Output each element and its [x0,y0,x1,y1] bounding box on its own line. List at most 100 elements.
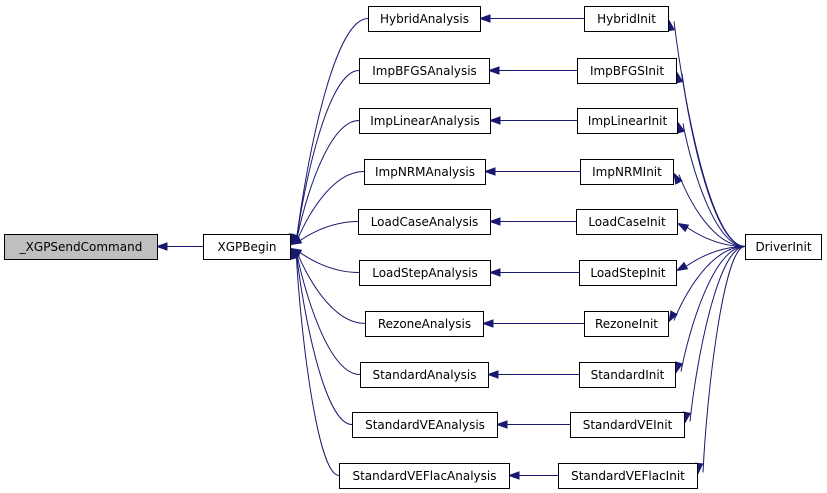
arrowhead-standard_a [486,370,499,379]
arrowhead-xgpbegin [289,235,303,246]
node-box-standardveflac_i [558,463,698,489]
node-nrm_i[interactable]: ImpNRMInit [580,159,674,185]
edge-driver-to-standard_i [680,246,746,372]
arrowhead-rezone_i [668,310,678,323]
node-box-bfgs_a [359,58,490,84]
node-box-standard_a [360,362,489,388]
edges-layer [155,14,746,480]
node-standardveflac_a[interactable]: StandardVEFlacAnalysis [339,463,510,489]
node-box-standardve_i [570,412,685,438]
node-box-linear_a [359,108,491,134]
node-label-loadcase_i: LoadCaseInit [588,215,666,229]
node-label-bfgs_i: ImpBFGSInit [590,64,664,78]
arrowhead-loadcase_a [488,217,501,226]
node-standard_i[interactable]: StandardInit [579,362,676,388]
node-box-loadcase_i [576,209,678,235]
edge-driver-to-standardve_i [689,246,746,422]
node-box-bfgs_i [577,58,677,84]
node-box-xgpbegin [203,234,291,260]
edge-loadstep_a-to-xgpbegin [295,249,360,273]
node-driver[interactable]: DriverInit [745,234,822,260]
node-label-standard_a: StandardAnalysis [372,368,476,382]
edge-bfgs_a-to-xgpbegin [295,70,360,244]
node-label-rezone_a: RezoneAnalysis [378,317,471,331]
node-label-standardveflac_i: StandardVEFlacInit [571,469,685,483]
node-label-linear_a: ImpLinearAnalysis [370,114,480,128]
node-box-hybrid_a [368,6,481,32]
arrowhead-nrm_a [483,167,496,176]
node-box-hybrid_i [584,6,669,32]
node-xgpbegin[interactable]: XGPBegin [203,234,291,260]
node-bfgs_a[interactable]: ImpBFGSAnalysis [359,58,490,84]
arrowhead-nrm_i [673,172,683,185]
node-box-loadstep_a [359,260,491,286]
node-box-standard_i [579,362,676,388]
nodes-layer: _XGPSendCommand XGPBegin HybridAnalysisImp… [4,6,822,489]
node-label-nrm_i: ImpNRMInit [592,165,662,179]
node-nrm_a[interactable]: ImpNRMAnalysis [364,159,486,185]
arrowhead-bfgs_a [487,66,500,75]
edge-driver-to-rezone_i [673,246,746,321]
arrowhead-linear_a [488,116,501,125]
node-standardve_i[interactable]: StandardVEInit [570,412,685,438]
edge-driver-to-linear_i [682,123,746,247]
node-label-standard_i: StandardInit [591,368,665,382]
node-label-nrm_a: ImpNRMAnalysis [375,165,475,179]
node-loadstep_a[interactable]: LoadStepAnalysis [359,260,491,286]
node-box-standardve_a [352,412,498,438]
node-box-linear_i [577,108,678,134]
node-box-rezone_i [584,311,669,337]
arrowhead-standardveflac_a [507,471,520,480]
node-label-loadstep_a: LoadStepAnalysis [372,266,478,280]
node-label-standardveflac_a: StandardVEFlacAnalysis [352,469,496,483]
arrowhead-rezone_a [481,319,494,328]
node-label-xgpsend: _XGPSendCommand [19,240,143,254]
edge-driver-to-bfgs_i [681,73,746,247]
edge-linear_a-to-xgpbegin [295,120,360,244]
node-label-hybrid_i: HybridInit [597,12,656,26]
arrowhead-xgpsend [155,242,168,251]
edge-standardve_a-to-xgpbegin [295,249,353,425]
node-label-hybrid_a: HybridAnalysis [380,12,469,26]
node-rezone_i[interactable]: RezoneInit [584,311,669,337]
node-label-linear_i: ImpLinearInit [588,114,668,128]
node-box-driver [745,234,822,260]
arrowhead-loadstep_a [488,268,501,277]
edge-driver-to-nrm_i [678,174,746,247]
edge-driver-to-loadstep_i [681,246,746,270]
node-label-standardve_i: StandardVEInit [583,418,673,432]
arrowhead-loadstep_i [675,261,689,272]
node-loadcase_a[interactable]: LoadCaseAnalysis [358,209,491,235]
node-hybrid_i[interactable]: HybridInit [584,6,669,32]
node-rezone_a[interactable]: RezoneAnalysis [365,311,484,337]
node-label-loadcase_a: LoadCaseAnalysis [371,215,479,229]
node-box-loadstep_i [579,260,677,286]
edge-nrm_a-to-xgpbegin [295,171,365,244]
node-xgpsend[interactable]: _XGPSendCommand [4,234,158,260]
edge-standard_a-to-xgpbegin [295,249,361,375]
node-label-xgpbegin: XGPBegin [218,240,277,254]
edge-driver-to-standardveflac_i [702,246,746,473]
node-loadcase_i[interactable]: LoadCaseInit [576,209,678,235]
node-standardveflac_i[interactable]: StandardVEFlacInit [558,463,698,489]
node-box-nrm_a [364,159,486,185]
node-loadstep_i[interactable]: LoadStepInit [579,260,677,286]
node-standard_a[interactable]: StandardAnalysis [360,362,489,388]
node-box-standardveflac_a [339,463,510,489]
node-hybrid_a[interactable]: HybridAnalysis [368,6,481,32]
node-box-nrm_i [580,159,674,185]
node-standardve_a[interactable]: StandardVEAnalysis [352,412,498,438]
node-label-loadstep_i: LoadStepInit [590,266,666,280]
edge-loadcase_a-to-xgpbegin [295,221,359,244]
node-box-loadcase_a [358,209,491,235]
node-linear_i[interactable]: ImpLinearInit [577,108,678,134]
node-box-xgpsend [4,234,158,260]
node-linear_a[interactable]: ImpLinearAnalysis [359,108,491,134]
node-label-rezone_i: RezoneInit [595,317,658,331]
edge-rezone_a-to-xgpbegin [295,249,366,324]
node-box-rezone_a [365,311,484,337]
node-bfgs_i[interactable]: ImpBFGSInit [577,58,677,84]
node-label-driver: DriverInit [755,240,811,254]
arrowhead-loadcase_i [676,222,690,233]
